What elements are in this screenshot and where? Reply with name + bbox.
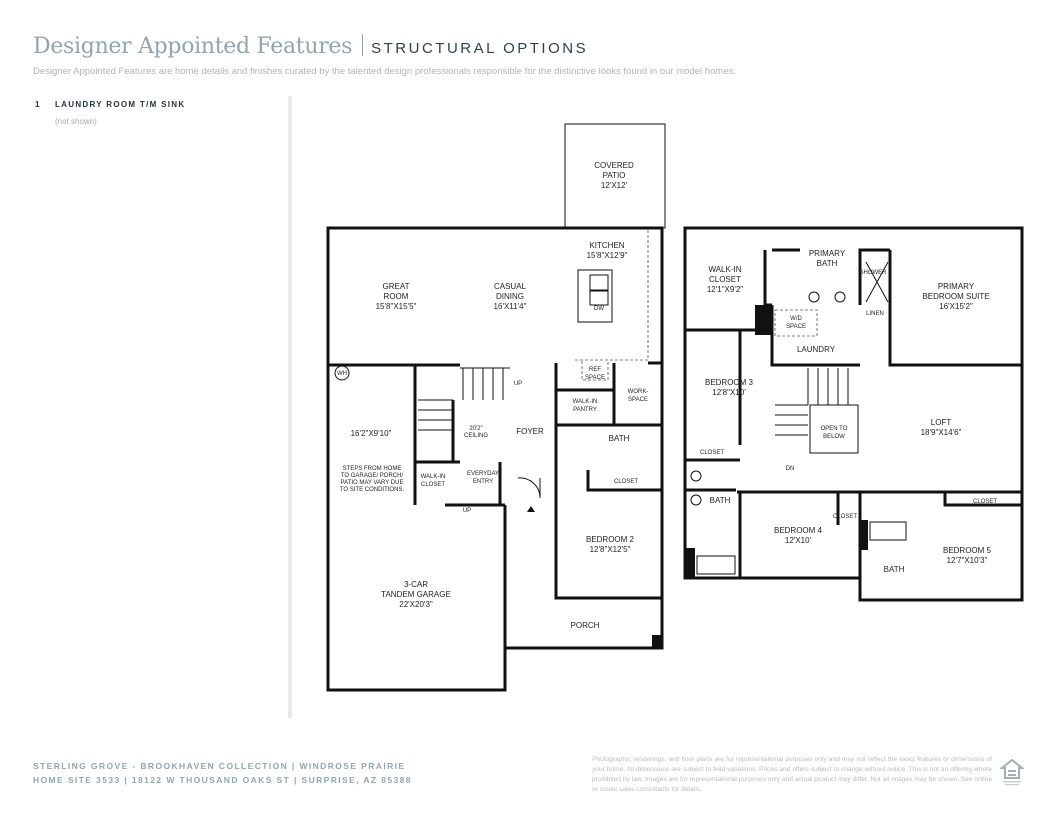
stair-direction: UP: [514, 381, 522, 387]
room-dims: 12'8"X12'5": [590, 545, 631, 554]
room-label: PRIMARY: [809, 249, 846, 258]
first-floor-walls: [326, 123, 666, 692]
room-dims: 12'X12': [601, 181, 628, 190]
option-item: 1 LAUNDRY ROOM T/M SINK: [35, 100, 185, 109]
dishwasher-label: DW: [594, 306, 604, 312]
room-label: COVERED: [594, 161, 634, 170]
room-label: CLOSET: [421, 482, 445, 488]
room-label: BEDROOM 3: [705, 378, 754, 387]
room-label: 3-CAR: [404, 580, 428, 589]
room-dims: 16'X15'2": [939, 302, 973, 311]
option-label: LAUNDRY ROOM T/M SINK: [55, 100, 186, 109]
room-dims: 18'9"X14'6": [921, 428, 962, 437]
ceiling-label: 20'2": [469, 426, 482, 432]
room-dims: 12'7"X10'3": [947, 556, 988, 565]
room-label: BATH: [710, 496, 731, 505]
room-label: CASUAL: [494, 282, 527, 291]
room-label: TANDEM GARAGE: [381, 590, 451, 599]
equal-housing-icon: [999, 758, 1025, 791]
room-dims: 12'8"X10': [712, 388, 746, 397]
legal-disclaimer: Photographs, renderings, and floor plans…: [592, 756, 992, 793]
room-label: ENTRY: [473, 479, 493, 485]
room-dims: 15'8"X15'5": [376, 302, 417, 311]
room-label: SPACE: [628, 397, 648, 403]
room-label: CLOSET: [614, 479, 638, 485]
room-label: PANTRY: [573, 407, 597, 413]
room-label: BATH: [884, 565, 905, 574]
page-description: Designer Appointed Features are home det…: [33, 66, 736, 77]
room-label: CLOSET: [973, 499, 997, 505]
room-label: LINEN: [866, 311, 884, 317]
room-label: GREAT: [383, 282, 410, 291]
room-label: BEDROOM 2: [586, 535, 635, 544]
room-dims: 12'1"X9'2": [707, 285, 743, 294]
room-label: KITCHEN: [589, 241, 624, 250]
room-label: EVERYDAY: [467, 471, 499, 477]
room-label: BEDROOM 4: [774, 526, 823, 535]
room-label: BELOW: [823, 434, 845, 440]
title-main: Designer Appointed Features: [33, 34, 353, 59]
room-label: LAUNDRY: [797, 345, 836, 354]
room-dims: 16'X11'4": [494, 302, 527, 311]
room-label: WORK-: [628, 389, 649, 395]
option-number: 1: [35, 100, 41, 109]
home-site-address: HOME SITE 3533 | 18122 W THOUSAND OAKS S…: [33, 775, 412, 785]
room-label: SPACE: [585, 375, 605, 381]
room-label: SHOWER: [860, 270, 888, 276]
room-label: BATH: [609, 434, 630, 443]
vertical-divider: [288, 96, 292, 718]
room-label: OPEN TO: [821, 426, 848, 432]
room-label: PORCH: [571, 621, 600, 630]
page-title: Designer Appointed Features STRUCTURAL OP…: [33, 34, 588, 59]
title-divider: [362, 34, 364, 56]
stair-direction: UP: [463, 508, 471, 514]
room-label: WALK-IN: [421, 474, 446, 480]
room-label: SPACE: [786, 324, 806, 330]
room-label: BEDROOM SUITE: [922, 292, 989, 301]
room-dims: 16'2"X9'10": [351, 429, 392, 438]
room-label: LOFT: [931, 418, 952, 427]
room-label: ROOM: [384, 292, 409, 301]
option-note: (not shown): [55, 117, 97, 126]
room-label: W/D: [790, 316, 802, 322]
room-label: PATIO: [603, 171, 626, 180]
stair-direction: DN: [786, 466, 795, 472]
room-label: FOYER: [516, 427, 544, 436]
room-label: CLOSET: [700, 450, 724, 456]
room-label: BEDROOM 5: [943, 546, 992, 555]
ceiling-label: CEILING: [464, 433, 488, 439]
first-floor-labels: COVERED PATIO 12'X12' KITCHEN 15'8"X12'9…: [337, 161, 648, 630]
room-label: REF: [589, 367, 601, 373]
community-info: STERLING GROVE - BROOKHAVEN COLLECTION |…: [33, 761, 406, 771]
steps-note: PATIO MAY VARY DUE: [341, 480, 404, 486]
room-dims: 22'X20'3": [399, 600, 433, 609]
room-label: CLOSET: [833, 514, 857, 520]
title-section: STRUCTURAL OPTIONS: [371, 40, 589, 57]
steps-note: STEPS FROM HOME: [343, 466, 402, 472]
water-heater-label: WH: [337, 371, 347, 377]
steps-note: TO SITE CONDITIONS.: [340, 487, 405, 493]
room-label: CLOSET: [709, 275, 741, 284]
room-label: PRIMARY: [938, 282, 975, 291]
room-label: BATH: [817, 259, 838, 268]
room-label: WALK-IN: [708, 265, 741, 274]
second-floor-walls: [683, 226, 1024, 602]
room-label: WALK-IN: [573, 399, 598, 405]
steps-note: TO GARAGE/ PORCH/: [341, 473, 404, 479]
room-dims: 15'8"X12'9": [587, 251, 628, 260]
room-dims: 12'X10': [785, 536, 812, 545]
room-label: DINING: [496, 292, 524, 301]
second-floor-labels: WALK-IN CLOSET 12'1"X9'2" PRIMARY BATH S…: [700, 249, 997, 574]
